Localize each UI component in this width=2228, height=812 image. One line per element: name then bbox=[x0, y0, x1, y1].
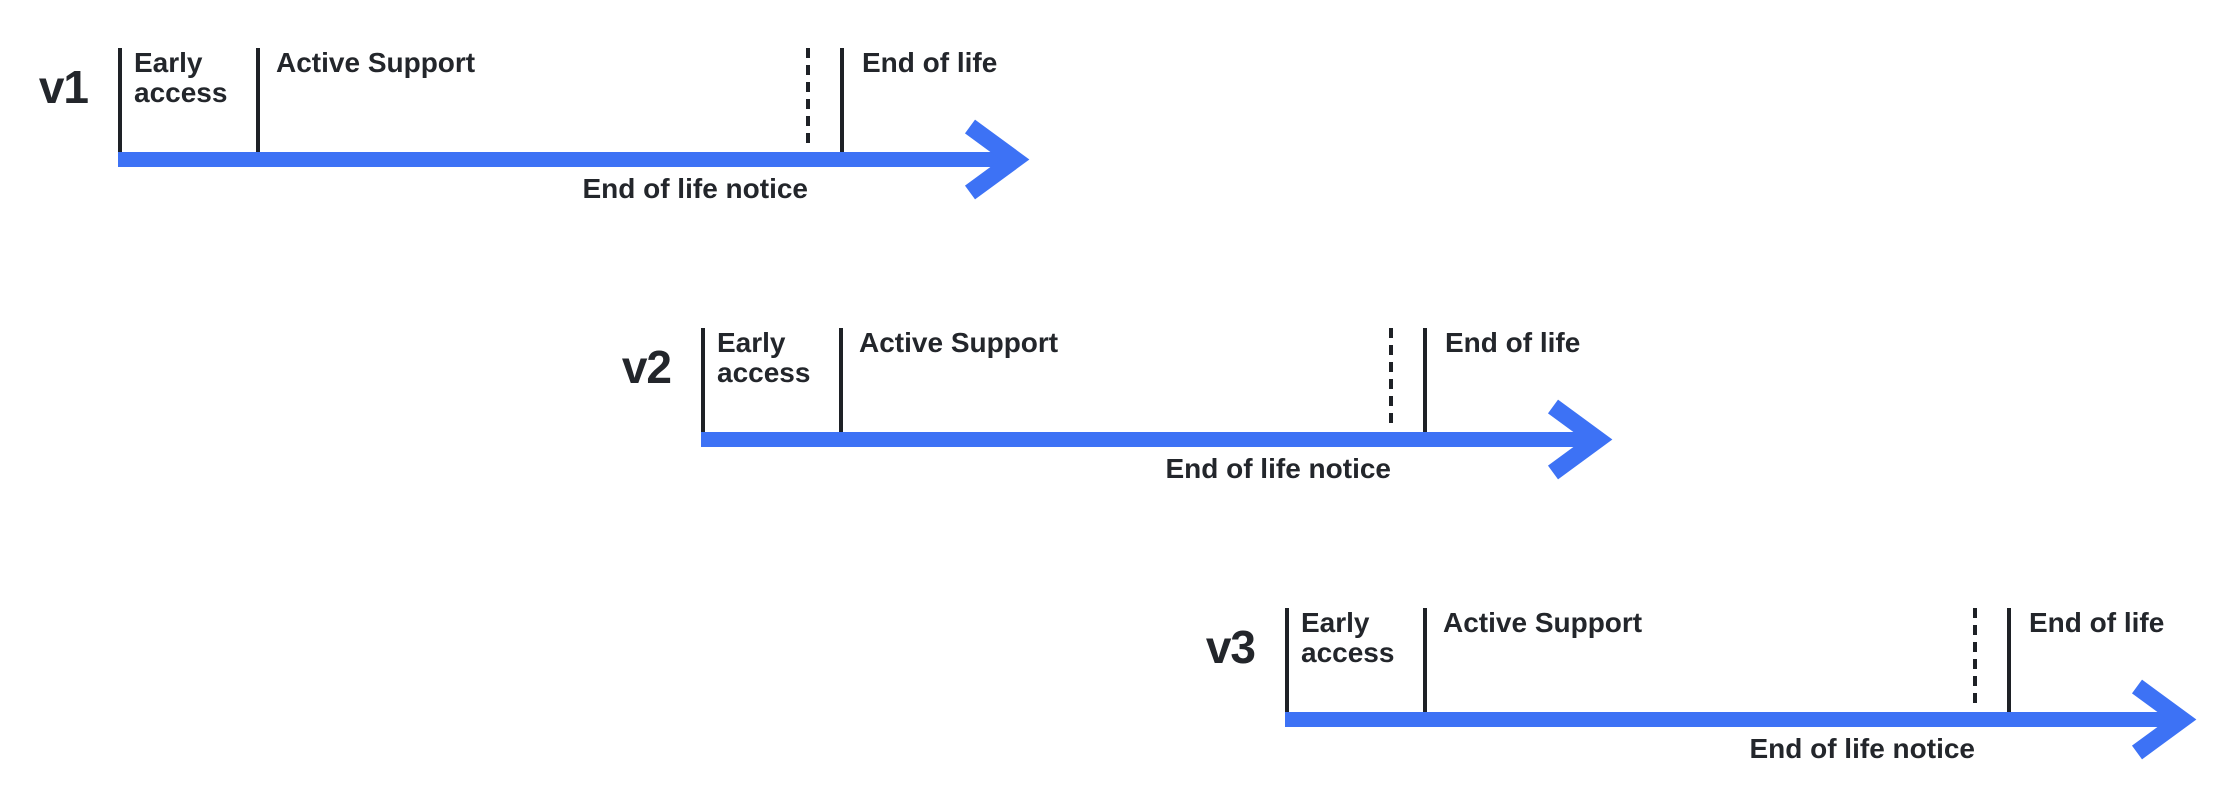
active-support-label: Active Support bbox=[276, 47, 476, 78]
early-access-label: Early access bbox=[717, 327, 811, 388]
end-of-life-label: End of life bbox=[1445, 327, 1581, 358]
version-label: v3 bbox=[1205, 621, 1256, 673]
end-of-life-notice-label: End of life notice bbox=[1165, 453, 1391, 484]
version-label: v2 bbox=[621, 341, 672, 393]
active-support-label: Active Support bbox=[1443, 607, 1643, 638]
arrowhead-icon bbox=[964, 119, 1030, 200]
early-access-label: Early access bbox=[134, 47, 228, 108]
arrowhead-icon bbox=[2131, 679, 2197, 760]
version-label: v1 bbox=[38, 61, 89, 113]
early-access-label: Early access bbox=[1301, 607, 1395, 668]
arrowhead-icon bbox=[1547, 399, 1613, 480]
timeline-graphic bbox=[701, 328, 1613, 480]
end-of-life-label: End of life bbox=[862, 47, 998, 78]
end-of-life-notice-label: End of life notice bbox=[1749, 733, 1975, 764]
timeline-graphic bbox=[118, 48, 1030, 200]
timeline-graphic bbox=[1285, 608, 2197, 760]
end-of-life-label: End of life bbox=[2029, 607, 2165, 638]
end-of-life-notice-label: End of life notice bbox=[582, 173, 808, 204]
active-support-label: Active Support bbox=[859, 327, 1059, 358]
